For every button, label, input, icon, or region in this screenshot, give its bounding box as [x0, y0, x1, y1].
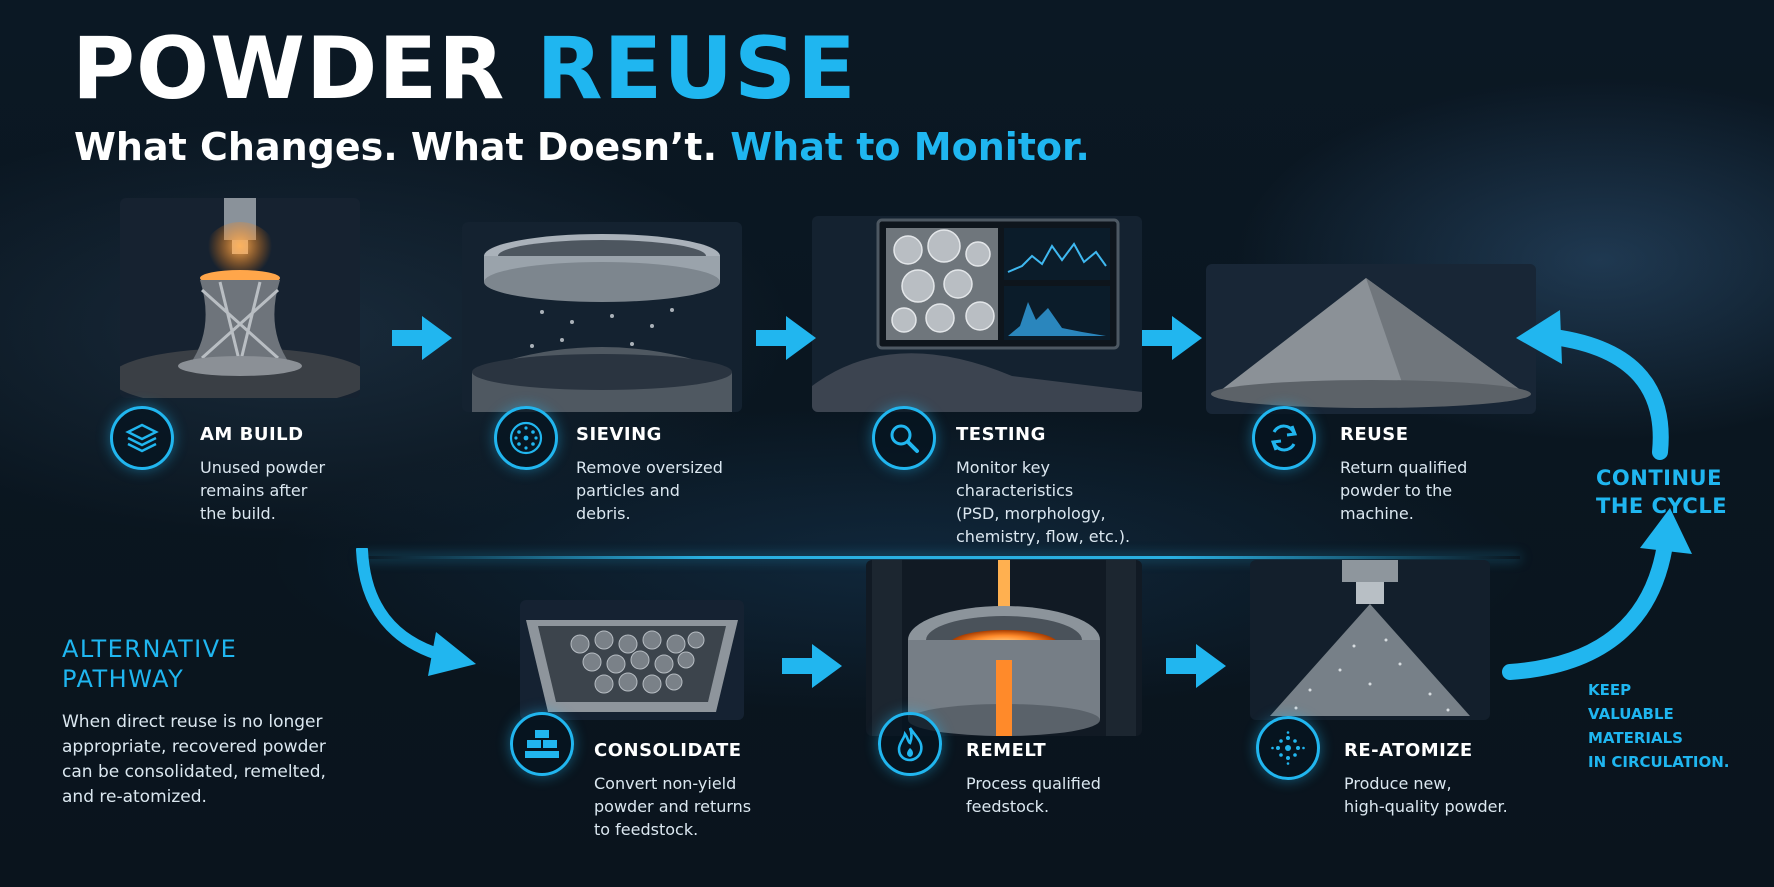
alternative-pathway-title: ALTERNATIVE PATHWAY	[62, 635, 238, 693]
testing-title: TESTING	[956, 424, 1046, 445]
re-atomize-icon-circle	[1256, 716, 1320, 780]
reuse-title: REUSE	[1340, 424, 1409, 445]
atomize-icon	[1271, 731, 1305, 765]
continue-the-cycle-label: CONTINUE THE CYCLE	[1596, 466, 1728, 518]
arrow-testing-to-reuse	[1142, 316, 1202, 360]
re-atomize-title: RE-ATOMIZE	[1344, 740, 1473, 761]
am-build-photo	[120, 198, 360, 398]
re-atomize-photo	[1250, 560, 1490, 720]
keep-materials-label: KEEP VALUABLE MATERIALS IN CIRCULATION.	[1588, 681, 1730, 771]
consolidate-photo	[520, 600, 744, 720]
remelt-icon-circle	[878, 712, 942, 776]
testing-text: Monitor key characteristics (PSD, morpho…	[956, 458, 1131, 546]
arrow-consolidate-to-remelt	[782, 644, 842, 688]
consolidate-icon-circle	[510, 712, 574, 776]
reuse-text: Return qualified powder to the machine.	[1340, 458, 1468, 523]
am-build-title: AM BUILD	[200, 424, 304, 445]
am-build-icon-circle	[110, 406, 174, 470]
sieving-icon-circle	[494, 406, 558, 470]
testing-photo	[812, 216, 1142, 412]
layers-icon	[125, 423, 159, 453]
consolidate-title: CONSOLIDATE	[594, 740, 742, 761]
remelt-title: REMELT	[966, 740, 1047, 761]
particles-icon	[509, 421, 543, 455]
cycle-arrows	[1502, 310, 1692, 680]
arrow-sieving-to-testing	[756, 316, 816, 360]
subtitle-changes: What Changes. What Doesn’t.	[74, 125, 718, 169]
sieving-title: SIEVING	[576, 424, 662, 445]
title-reuse: REUSE	[536, 19, 857, 119]
remelt-photo	[866, 560, 1142, 736]
am-build-text: Unused powder remains after the build.	[200, 458, 326, 523]
sieving-text: Remove oversized particles and debris.	[576, 458, 723, 523]
alternative-pathway-text: When direct reuse is no longer appropria…	[62, 712, 326, 807]
magnifier-icon	[890, 424, 919, 453]
reuse-photo	[1206, 264, 1536, 414]
arrow-build-to-consolidate	[356, 548, 476, 676]
sieving-photo	[462, 222, 742, 412]
arrow-build-to-sieving	[392, 316, 452, 360]
page-title: POWDER REUSE	[72, 26, 857, 112]
title-powder: POWDER	[72, 19, 506, 119]
flame-icon	[897, 727, 923, 762]
arrow-remelt-to-re-atomize	[1166, 644, 1226, 688]
bricks-icon	[525, 730, 559, 758]
re-atomize-text: Produce new, high-quality powder.	[1344, 774, 1508, 816]
refresh-icon	[1270, 424, 1298, 452]
subtitle-monitor: What to Monitor.	[730, 125, 1090, 169]
page-subtitle: What Changes. What Doesn’t. What to Moni…	[74, 128, 1090, 166]
consolidate-text: Convert non-yield powder and returns to …	[594, 774, 752, 839]
reuse-icon-circle	[1252, 406, 1316, 470]
testing-icon-circle	[872, 406, 936, 470]
section-divider	[360, 556, 1520, 559]
remelt-text: Process qualified feedstock.	[966, 774, 1101, 816]
